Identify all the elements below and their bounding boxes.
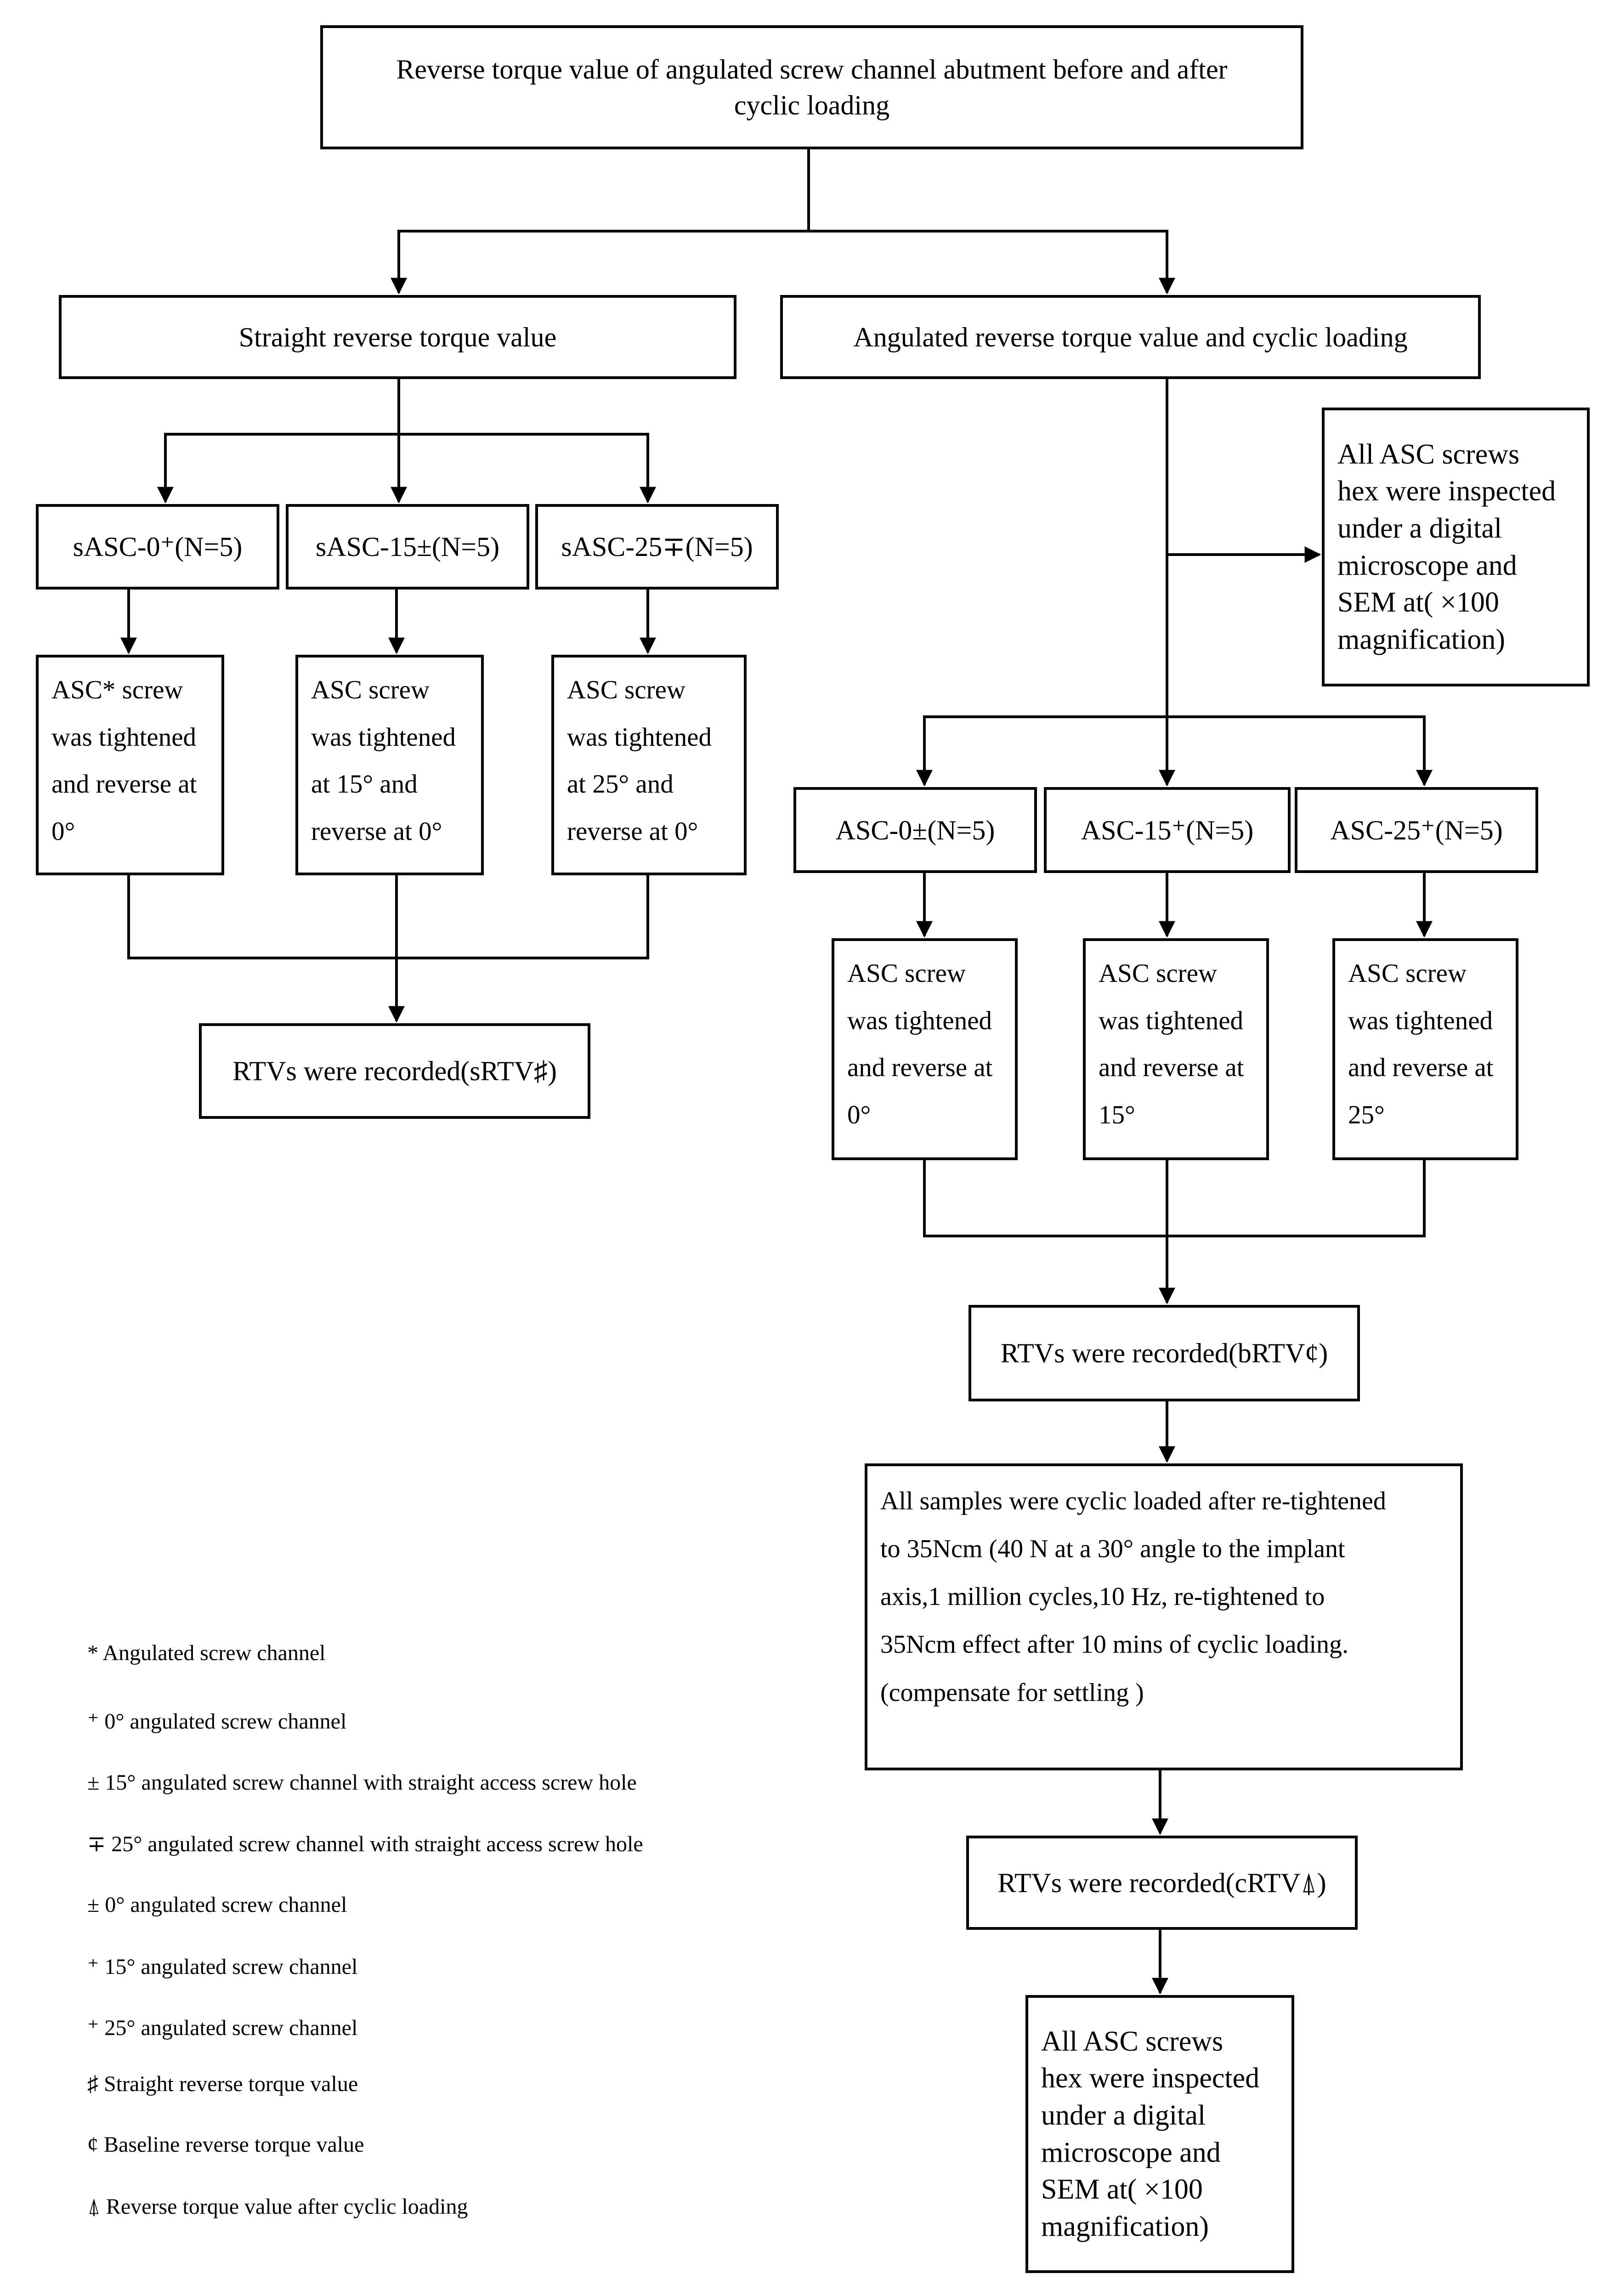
straight-rtv-node: Straight reverse torque value — [59, 295, 736, 379]
s-desc0-label: ASC* screw was tightened and reverse at … — [51, 675, 197, 846]
root-node-label: Reverse torque value of angulated screw … — [396, 54, 1228, 120]
srtv-label: RTVs were recorded(sRTV♯) — [232, 1056, 557, 1086]
a-desc0-node: ASC screw was tightened and reverse at 0… — [832, 938, 1018, 1160]
crtv-node: RTVs were recorded(cRTV⍋) — [966, 1836, 1358, 1930]
angulated-rtv-node: Angulated reverse torque value and cycli… — [780, 295, 1481, 379]
a-desc15-node: ASC screw was tightened and reverse at 1… — [1083, 938, 1269, 1160]
sasc0-node: sASC-0⁺(N=5) — [36, 504, 279, 590]
a-desc25-label: ASC screw was tightened and reverse at 2… — [1348, 959, 1494, 1129]
legend-item-plus-25: ⁺ 25° angulated screw channel — [87, 2016, 358, 2040]
legend-item-baseline-rtv: ¢ Baseline reverse torque value — [87, 2132, 364, 2157]
a-desc15-label: ASC screw was tightened and reverse at 1… — [1099, 959, 1244, 1129]
legend-item-plus-15: ⁺ 15° angulated screw channel — [87, 1955, 358, 1979]
s-desc0-node: ASC* screw was tightened and reverse at … — [36, 655, 224, 875]
cyclic-loading-node: All samples were cyclic loaded after re-… — [865, 1463, 1463, 1770]
sasc25-node: sASC-25∓(N=5) — [535, 504, 779, 590]
legend-item-plusminus-15: ± 15° angulated screw channel with strai… — [87, 1770, 637, 1795]
legend-item-cyclic-rtv: ⍋ Reverse torque value after cyclic load… — [87, 2194, 468, 2219]
crtv-label: RTVs were recorded(cRTV⍋) — [997, 1867, 1326, 1898]
inspect-bottom-label: All ASC screws hex were inspected under … — [1041, 2025, 1260, 2242]
sasc15-label: sASC-15±(N=5) — [315, 532, 500, 562]
asc25-node: ASC-25⁺(N=5) — [1295, 787, 1538, 873]
inspect-top-label: All ASC screws hex were inspected under … — [1337, 438, 1556, 655]
root-node: Reverse torque value of angulated screw … — [320, 25, 1303, 149]
angulated-rtv-label: Angulated reverse torque value and cycli… — [853, 322, 1408, 352]
inspect-top-node: All ASC screws hex were inspected under … — [1322, 408, 1590, 686]
legend-item-minusplus-25: ∓ 25° angulated screw channel with strai… — [87, 1832, 643, 1856]
s-desc15-label: ASC screw was tightened at 15° and rever… — [311, 675, 456, 846]
s-desc15-node: ASC screw was tightened at 15° and rever… — [295, 655, 484, 875]
inspect-bottom-node: All ASC screws hex were inspected under … — [1025, 1995, 1294, 2273]
brtv-node: RTVs were recorded(bRTV¢) — [969, 1305, 1360, 1401]
legend-item-straight-rtv: ♯ Straight reverse torque value — [87, 2072, 358, 2096]
asc0-label: ASC-0±(N=5) — [835, 815, 995, 845]
brtv-label: RTVs were recorded(bRTV¢) — [1000, 1338, 1328, 1368]
cyclic-loading-label: All samples were cyclic loaded after re-… — [880, 1487, 1386, 1707]
s-desc25-label: ASC screw was tightened at 25° and rever… — [567, 675, 712, 846]
sasc15-node: sASC-15±(N=5) — [286, 504, 529, 590]
straight-rtv-label: Straight reverse torque value — [238, 322, 557, 352]
legend-item-dagger-0: ⁺ 0° angulated screw channel — [87, 1709, 347, 1734]
legend-item-dotplus-0: ± 0° angulated screw channel — [87, 1893, 347, 1917]
asc25-label: ASC-25⁺(N=5) — [1330, 815, 1503, 845]
asc15-node: ASC-15⁺(N=5) — [1044, 787, 1291, 873]
sasc0-label: sASC-0⁺(N=5) — [73, 532, 243, 562]
srtv-node: RTVs were recorded(sRTV♯) — [199, 1023, 590, 1119]
a-desc0-label: ASC screw was tightened and reverse at 0… — [847, 959, 993, 1129]
asc0-node: ASC-0±(N=5) — [793, 787, 1037, 873]
a-desc25-node: ASC screw was tightened and reverse at 2… — [1332, 938, 1518, 1160]
sasc25-label: sASC-25∓(N=5) — [561, 532, 753, 562]
asc15-label: ASC-15⁺(N=5) — [1081, 815, 1254, 845]
s-desc25-node: ASC screw was tightened at 25° and rever… — [551, 655, 747, 875]
legend-item-asterisk: * Angulated screw channel — [87, 1641, 326, 1665]
